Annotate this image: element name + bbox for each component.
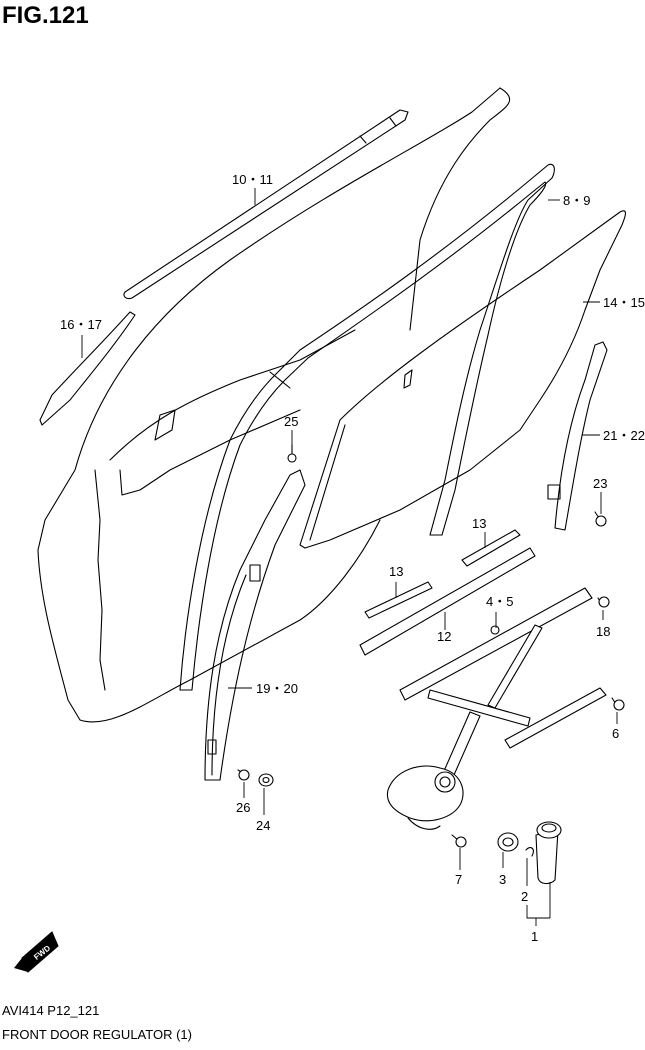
figure-code: AVI414 P12_121: [2, 1003, 100, 1018]
figure-caption: FRONT DOOR REGULATOR (1): [2, 1027, 192, 1042]
figure-title: FIG.121: [2, 2, 89, 29]
callout-25: 25: [284, 414, 298, 429]
callout-14-15: 14・15: [603, 295, 645, 310]
door-inner-panel: [37, 87, 511, 723]
window-regulator: [386, 587, 607, 830]
bolt-23: [594, 511, 607, 527]
callout-26: 26: [236, 800, 250, 815]
rear-run-channel: [547, 341, 608, 531]
callout-2: 2: [521, 889, 528, 904]
bolt-18: [597, 596, 610, 608]
glass-bottom-channel: [359, 547, 536, 656]
callout-4-5: 4・5: [486, 594, 513, 609]
bolt-25: [287, 444, 297, 463]
front-run-channel: [204, 469, 306, 781]
callout-19-20: 19・20: [256, 681, 298, 696]
weatherstrip-outer: [123, 109, 409, 300]
window-handle: [535, 821, 562, 885]
callout-18: 18: [596, 624, 610, 639]
callout-6: 6: [612, 726, 619, 741]
leader-lines: [81, 188, 618, 926]
glass-channel-pad-a: [461, 529, 521, 567]
callout-3: 3: [499, 872, 506, 887]
door-glass: [299, 210, 627, 549]
clip-2: [525, 847, 534, 857]
bolt-7: [451, 834, 467, 848]
door-sash-frame: [179, 163, 555, 691]
callout-23: 23: [593, 476, 607, 491]
callout-8-9: 8・9: [563, 193, 590, 208]
callout-13-a: 13: [472, 516, 486, 531]
glass-channel-pad-b: [364, 581, 433, 619]
callout-13-b: 13: [389, 564, 403, 579]
callout-1: 1: [531, 929, 538, 944]
callout-16-17: 16・17: [60, 317, 102, 332]
callout-24: 24: [256, 818, 270, 833]
callout-12: 12: [437, 629, 451, 644]
fwd-direction-badge: FWD: [14, 931, 59, 973]
callout-21-22: 21・22: [603, 428, 645, 443]
grommet-3: [497, 832, 519, 852]
washer-24: [258, 773, 274, 787]
quarter-glass: [39, 311, 136, 426]
bolt-6: [611, 697, 625, 711]
callout-7: 7: [455, 872, 462, 887]
callout-10-11: 10・11: [232, 172, 273, 187]
bolt-26: [237, 769, 250, 781]
